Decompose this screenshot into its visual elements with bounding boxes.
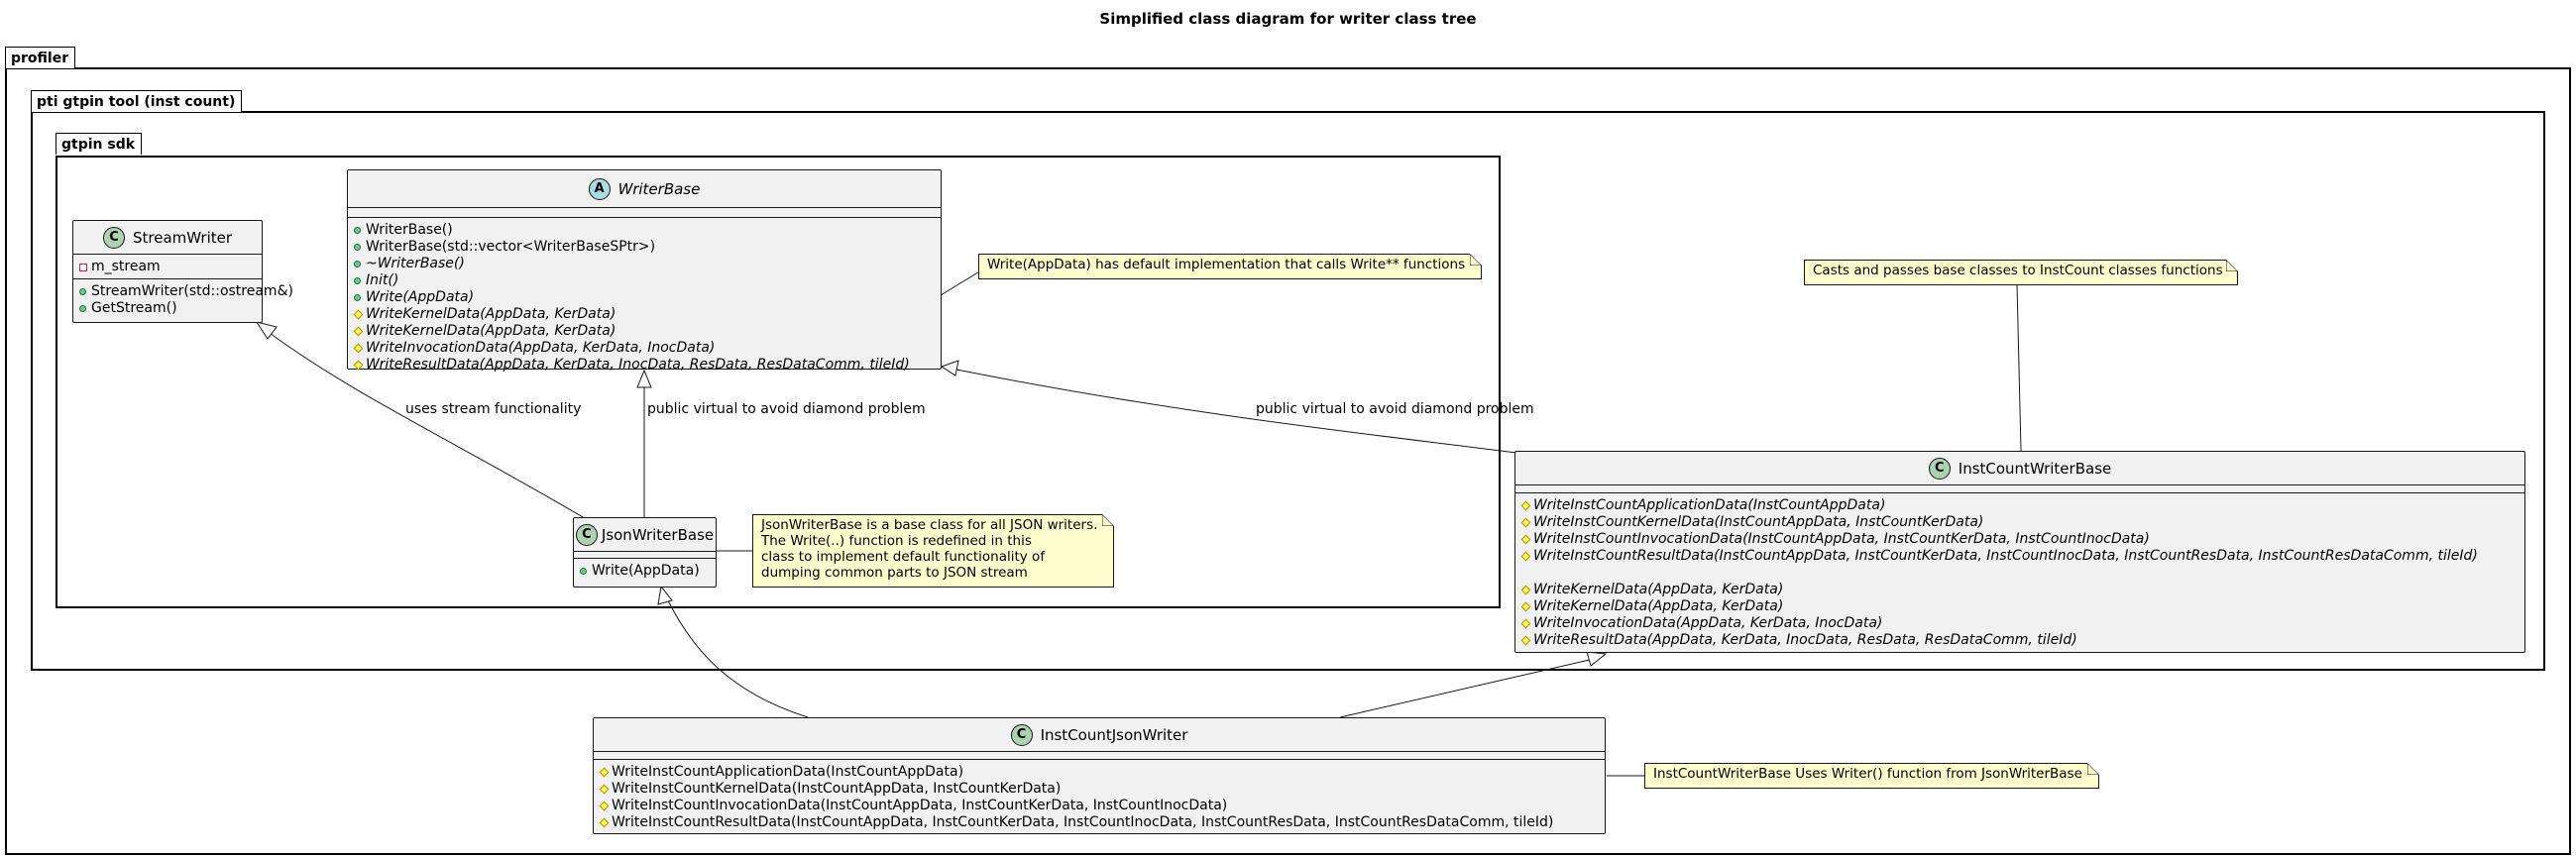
class-instcountwriterbase[interactable]: C InstCountWriterBase WriteInstCountAppl…: [1514, 451, 2525, 653]
method-row: WriteKernelData(AppData, KerData): [353, 306, 937, 323]
protected-visibility-icon: [1520, 618, 1531, 629]
method-row: WriteResultData(AppData, KerData, InocDa…: [1520, 632, 2520, 649]
protected-visibility-icon: [353, 360, 364, 371]
arrowhead-streamwriter: [255, 321, 278, 340]
class-badge-icon: A: [588, 177, 611, 200]
public-visibility-icon: [354, 227, 361, 234]
method-row: WriteInstCountKernelData(InstCountAppDat…: [599, 781, 1601, 798]
arrowhead-jsonbase: [657, 585, 673, 605]
class-name: WriterBase: [617, 179, 701, 198]
arrowhead-writerbase-json: [636, 369, 652, 388]
method-row: WriteInstCountInvocationData(InstCountAp…: [599, 798, 1601, 814]
method-row: WriteResultData(AppData, KerData, InocDa…: [353, 357, 937, 374]
package-profiler: [5, 67, 2571, 855]
protected-visibility-icon: [599, 817, 610, 828]
field-row: m_stream: [79, 259, 258, 275]
class-name: InstCountWriterBase: [1958, 459, 2112, 478]
method-row: GetStream(): [79, 300, 258, 317]
class-jsonwriterbase[interactable]: C JsonWriterBase Write(AppData): [573, 517, 717, 588]
class-streamwriter[interactable]: C StreamWriter m_stream StreamWriter(std…: [72, 220, 293, 323]
package-sdk-label: gtpin sdk: [56, 133, 143, 155]
class-instcountjsonwriter[interactable]: C InstCountJsonWriter WriteInstCountAppl…: [593, 717, 1606, 834]
protected-visibility-icon: [599, 784, 610, 795]
public-visibility-icon: [354, 261, 361, 268]
method-row: WriteKernelData(AppData, KerData): [1520, 582, 2520, 598]
class-name: InstCountJsonWriter: [1040, 725, 1188, 744]
public-visibility-icon: [79, 305, 86, 312]
note-fold-icon: [2226, 260, 2238, 271]
note-casts: Casts and passes base classes to InstCou…: [1804, 260, 2238, 285]
method-row: WriteInvocationData(AppData, KerData, In…: [1520, 615, 2520, 632]
method-row: WriteInstCountInvocationData(InstCountAp…: [1520, 531, 2520, 548]
method-row: WriteInstCountApplicationData(InstCountA…: [1520, 497, 2520, 514]
method-row: Init(): [354, 272, 937, 289]
protected-visibility-icon: [353, 309, 364, 320]
protected-visibility-icon: [353, 343, 364, 354]
package-tool: [31, 111, 2545, 671]
protected-visibility-icon: [599, 801, 610, 811]
protected-visibility-icon: [1520, 601, 1531, 612]
note-jsonwriterbase: JsonWriterBase is a base class for all J…: [752, 514, 1114, 588]
method-row: Write(AppData): [580, 563, 712, 580]
arrowhead-instbase: [1586, 651, 1608, 667]
class-badge-icon: C: [575, 523, 598, 546]
method-row: WriteInstCountResultData(InstCountAppDat…: [1520, 548, 2520, 565]
method-row: WriteKernelData(AppData, KerData): [353, 323, 937, 340]
method-row: WriteInstCountApplicationData(InstCountA…: [599, 764, 1601, 781]
method-row: WriteInstCountResultData(InstCountAppDat…: [599, 814, 1601, 831]
method-row: WriterBase(): [354, 222, 937, 239]
note-connector-write: [940, 260, 982, 296]
package-sdk: [56, 156, 1501, 608]
method-row: WriteInvocationData(AppData, KerData, In…: [353, 340, 937, 357]
public-visibility-icon: [580, 568, 587, 575]
method-row: Write(AppData): [354, 289, 937, 306]
edge-label-virtual-inst: public virtual to avoid diamond problem: [1256, 401, 1534, 417]
diagram-title: Simplified class diagram for writer clas…: [1099, 10, 1477, 28]
class-badge-icon: C: [1928, 457, 1951, 480]
package-profiler-label: profiler: [5, 47, 76, 68]
protected-visibility-icon: [1520, 585, 1531, 595]
note-uses-writer: InstCountWriterBase Uses Writer() functi…: [1644, 763, 2099, 789]
edge-instcount-to-writerbase: [951, 368, 1517, 454]
protected-visibility-icon: [599, 767, 610, 778]
protected-visibility-icon: [1520, 551, 1531, 562]
protected-visibility-icon: [1520, 635, 1531, 646]
note-fold-icon: [1102, 514, 1114, 526]
package-tool-label: pti gtpin tool (inst count): [31, 90, 243, 112]
method-row: StreamWriter(std::ostream&): [79, 283, 293, 300]
edge-label-virtual-json: public virtual to avoid diamond problem: [647, 401, 926, 417]
method-row: WriteInstCountKernelData(InstCountAppDat…: [1520, 514, 2520, 531]
note-write-default: Write(AppData) has default implementatio…: [978, 254, 1482, 279]
edge-json-to-streamwriter: [265, 329, 584, 518]
protected-visibility-icon: [353, 326, 364, 337]
arrowhead-writerbase-inst: [940, 360, 959, 376]
class-name: StreamWriter: [132, 228, 233, 247]
note-fold-icon: [1470, 254, 1482, 266]
class-name: JsonWriterBase: [601, 525, 715, 544]
private-visibility-icon: [79, 263, 87, 271]
note-connector-casts: [2016, 282, 2027, 452]
protected-visibility-icon: [1520, 534, 1531, 545]
public-visibility-icon: [79, 288, 86, 295]
method-row: ~WriterBase(): [354, 256, 937, 272]
method-row: WriteKernelData(AppData, KerData): [1520, 598, 2520, 615]
edge-jsonwriter-to-jsonbase: [665, 595, 809, 718]
public-visibility-icon: [354, 244, 361, 251]
class-writerbase[interactable]: A WriterBase WriterBase() WriterBase(std…: [347, 169, 942, 373]
method-row: WriterBase(std::vector<WriterBaseSPtr>): [354, 239, 937, 256]
protected-visibility-icon: [1520, 517, 1531, 528]
note-fold-icon: [2087, 763, 2099, 775]
edge-label-uses-stream: uses stream functionality: [405, 401, 582, 417]
public-visibility-icon: [354, 277, 361, 284]
class-badge-icon: C: [102, 226, 125, 249]
class-badge-icon: C: [1010, 723, 1033, 746]
public-visibility-icon: [354, 294, 361, 301]
edge-jsonwriter-to-instbase: [1339, 658, 1595, 718]
protected-visibility-icon: [1520, 500, 1531, 511]
